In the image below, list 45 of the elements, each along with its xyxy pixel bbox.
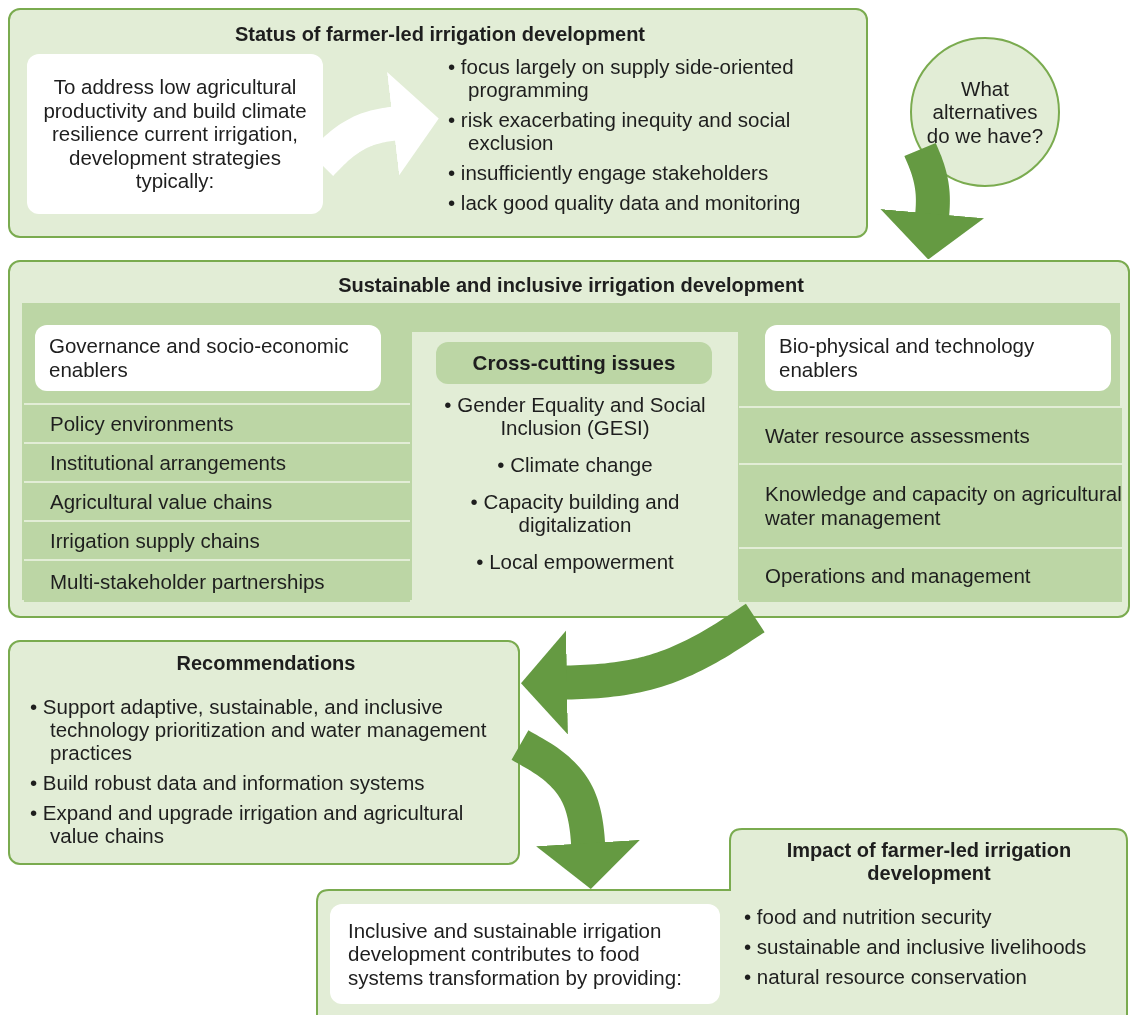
recommendations-panel: [8, 640, 520, 865]
panel-title: Recommendations: [175, 652, 357, 675]
bullet-item: • Capacity building and digitalization: [469, 490, 681, 537]
box-text: Multi-stakeholder partnerships: [50, 569, 325, 594]
box-text: To address low agricultural productivity and build climate resilience current irrigation, development strategies typically:: [42, 75, 308, 193]
box-text: What alternatives do we have?: [925, 76, 1045, 148]
bullet-item: • Build robust data and information systems: [30, 771, 426, 795]
status-panel: [8, 8, 868, 238]
bullet-item: • Climate change: [496, 453, 654, 477]
statement-box: [27, 54, 323, 214]
panel-title: Impact of farmer-led irrigation development: [785, 839, 1073, 885]
statement-box: [330, 904, 720, 1004]
bullet-item: • Support adaptive, sustainable, and inclusive technology prioritization and water management practices: [30, 696, 488, 765]
panel-title: Status of farmer-led irrigation development: [233, 23, 647, 46]
box-text: Institutional arrangements: [50, 450, 286, 475]
cross-cutting-column: [412, 332, 738, 602]
column-heading-box: [765, 325, 1111, 391]
enabler-row: [739, 463, 1122, 547]
bullet-item: • natural resource conservation: [744, 965, 1028, 989]
bullet-item: • food and nutrition security: [744, 906, 993, 929]
bullet-item: • risk exacerbating inequity and social exclusion: [448, 108, 792, 155]
box-text: Knowledge and capacity on agricultural water management: [765, 482, 1122, 530]
bullet-item: • insufficiently engage stakeholders: [448, 161, 770, 185]
cross-cutting-label: [436, 342, 712, 384]
bullet-item: • lack good quality data and monitoring: [448, 191, 802, 215]
enabler-row: [739, 406, 1122, 463]
box-text: Water resource assessments: [765, 423, 1030, 448]
bullet-item: • sustainable and inclusive livelihoods: [744, 935, 1088, 959]
box-text: Bio-physical and technology enablers: [779, 334, 1036, 382]
box-text: Irrigation supply chains: [50, 528, 260, 553]
enabler-row: [24, 559, 410, 602]
bullet-item: • Local empowerment: [475, 550, 675, 574]
box-text: Operations and management: [765, 563, 1031, 588]
panel-title: Sustainable and inclusive irrigation development: [337, 274, 805, 297]
framework-panel: [8, 260, 1130, 618]
column-heading-box: [35, 325, 381, 391]
bullet-item: • focus largely on supply side-oriented programming: [448, 56, 795, 102]
box-text: Policy environments: [50, 411, 234, 436]
box-text: Agricultural value chains: [50, 489, 273, 514]
box-text: Governance and socio-economic enablers: [49, 334, 350, 382]
box-text: Cross-cutting issues: [472, 351, 676, 375]
enabler-row: [739, 547, 1122, 602]
box-text: Inclusive and sustainable irrigation development contributes to food systems transformation by providing:: [348, 918, 683, 990]
bullet-item: • Expand and upgrade irrigation and agricultural value chains: [30, 801, 465, 848]
bullet-item: • Gender Equality and Social Inclusion (GESI): [443, 394, 707, 440]
